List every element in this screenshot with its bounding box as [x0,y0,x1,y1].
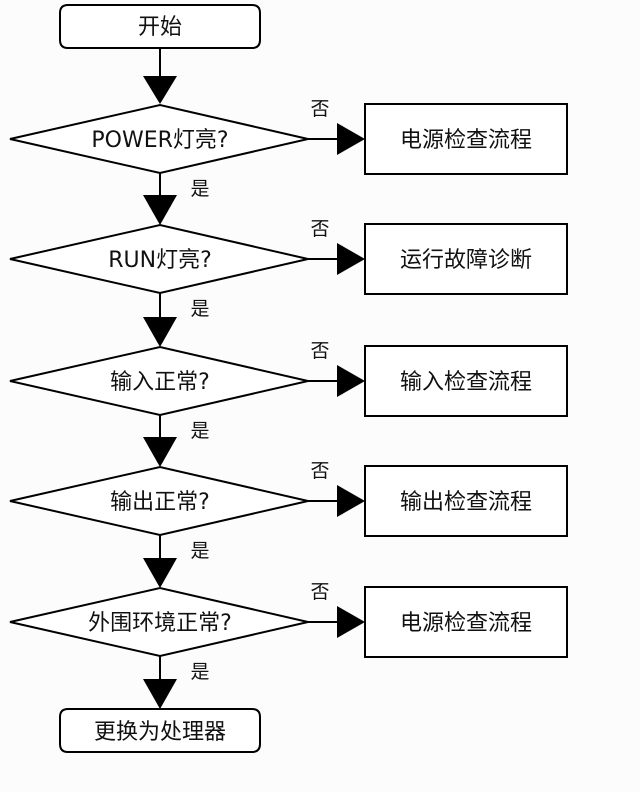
decision-question: 外围环境正常? [88,611,232,636]
no-label: 否 [310,460,329,482]
arrow-right-icon [337,365,365,397]
no-label: 否 [310,218,329,240]
decision-question: 输入正常? [110,370,210,395]
arrow-down-icon [143,437,177,467]
no-label: 否 [310,98,329,120]
yes-label: 是 [190,540,209,562]
yes-label: 是 [190,420,209,442]
start-terminal: 开始 [59,4,261,49]
process-label: 输出检查流程 [400,490,532,515]
no-label: 否 [310,340,329,362]
yes-label: 是 [190,178,209,200]
process-label: 电源检查流程 [400,611,532,636]
arrow-right-icon [337,243,365,275]
process-box [364,345,568,417]
arrow-down-icon [143,195,177,225]
yes-label: 是 [190,661,209,683]
process-box [364,465,568,537]
end-label: 更换为处理器 [94,720,226,745]
arrow-right-icon [337,485,365,517]
end-terminal: 更换为处理器 [59,708,261,753]
arrow-down-icon [143,679,177,709]
process-box [364,103,568,175]
process-box [364,223,568,295]
process-label: 运行故障诊断 [400,248,532,273]
decision-question: POWER灯亮? [91,128,228,153]
process-label: 输入检查流程 [400,370,532,395]
arrow-down-icon [143,317,177,347]
decision-question: RUN灯亮? [108,248,212,273]
arrow-right-icon [337,606,365,638]
process-label: 电源检查流程 [400,128,532,153]
yes-label: 是 [190,298,209,320]
arrow-right-icon [337,123,365,155]
process-box [364,586,568,658]
decision-question: 输出正常? [110,490,210,515]
start-label: 开始 [138,15,182,40]
no-label: 否 [310,581,329,603]
arrow-down-icon [143,76,177,104]
arrow-down-icon [143,558,177,588]
